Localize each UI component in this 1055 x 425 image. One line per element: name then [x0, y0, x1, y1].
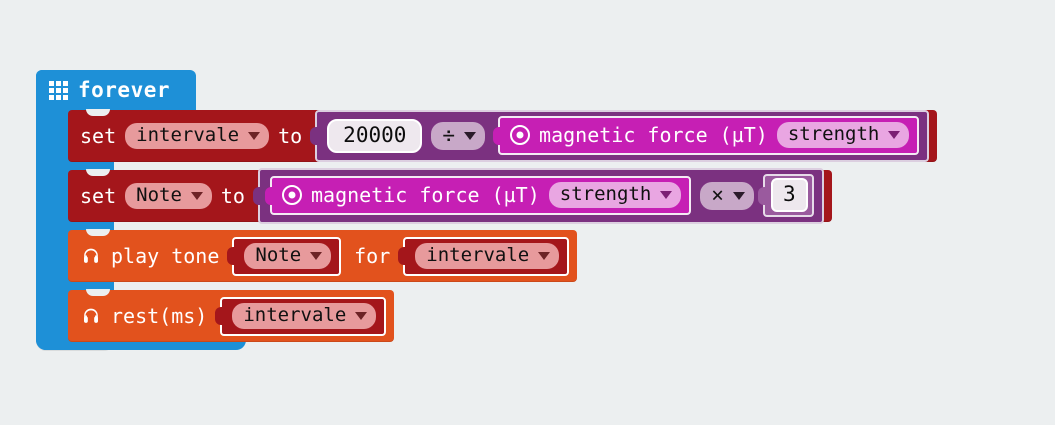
variable-dropdown-intervale-tone[interactable]: intervale [415, 242, 560, 269]
reporter-plug [227, 247, 235, 265]
number-input-20000[interactable]: 20000 [327, 118, 423, 153]
variable-dropdown-note[interactable]: Note [125, 183, 212, 209]
magnetic-force-1-dropdown[interactable]: strength [776, 122, 910, 148]
chevron-down-icon [310, 251, 323, 260]
block-set-variable-note[interactable]: set Note to magnetic force (µT) strength… [68, 168, 832, 224]
block-magnetic-force-1-label: magnetic force (µT) [539, 123, 768, 147]
block-play-tone[interactable]: play tone Note for intervale [68, 229, 578, 282]
for-keyword: for [354, 244, 391, 268]
operator-dropdown-multiplication-symbol: × [711, 182, 724, 207]
block-set-variable-intervale[interactable]: set intervale to 20000 ÷ magnetic force … [68, 109, 938, 162]
variable-shadow-note[interactable]: Note [227, 236, 342, 276]
reporter-plug [493, 126, 501, 145]
reporter-plug [757, 186, 765, 205]
reporter-plug [310, 127, 318, 145]
chevron-down-icon [888, 131, 901, 139]
led-matrix-icon [49, 80, 68, 100]
block-math-division[interactable]: 20000 ÷ magnetic force (µT) strength [310, 110, 930, 162]
variable-dropdown-intervale-tone-label: intervale [426, 243, 530, 266]
block-forever-label: forever [78, 77, 171, 102]
to-keyword-1: to [278, 124, 303, 148]
block-forever-header[interactable]: forever [36, 70, 196, 110]
rest-ms-keyword: rest(ms) [111, 304, 208, 328]
chevron-down-icon [355, 311, 368, 320]
variable-dropdown-note-label: Note [136, 184, 182, 206]
variable-dropdown-note-arg[interactable]: Note [244, 242, 332, 269]
variable-shadow-intervale-rest[interactable]: intervale [215, 296, 387, 336]
block-rest-ms[interactable]: rest(ms) intervale [68, 289, 395, 342]
target-icon [281, 185, 302, 205]
target-icon [510, 125, 531, 145]
number-input-3[interactable]: 3 [770, 178, 808, 212]
chevron-down-icon [248, 132, 261, 140]
reporter-plug [264, 186, 272, 205]
variable-dropdown-intervale-rest-label: intervale [243, 303, 347, 326]
number-shadow-3[interactable]: 3 [757, 174, 814, 217]
reporter-plug [252, 187, 260, 205]
variable-dropdown-intervale-rest[interactable]: intervale [232, 302, 377, 329]
block-magnetic-force-1[interactable]: magnetic force (µT) strength [493, 116, 920, 155]
magnetic-force-2-dropdown[interactable]: strength [548, 182, 682, 208]
chevron-down-icon [732, 191, 745, 200]
operator-dropdown-division[interactable]: ÷ [431, 121, 486, 150]
block-magnetic-force-2-label: magnetic force (µT) [310, 183, 540, 207]
headphones-icon [84, 308, 98, 323]
play-tone-keyword: play tone [111, 244, 220, 268]
block-magnetic-force-2[interactable]: magnetic force (µT) strength [264, 176, 692, 215]
headphones-icon [84, 248, 98, 263]
chevron-down-icon [538, 251, 551, 260]
magnetic-force-1-dropdown-label: strength [787, 123, 880, 145]
variable-dropdown-intervale[interactable]: intervale [125, 123, 270, 149]
block-math-multiplication[interactable]: magnetic force (µT) strength × 3 [252, 168, 824, 224]
operator-dropdown-division-symbol: ÷ [442, 122, 456, 147]
variable-dropdown-note-arg-label: Note [255, 243, 302, 266]
variable-dropdown-intervale-label: intervale [136, 124, 240, 146]
chevron-down-icon [464, 131, 477, 140]
set-keyword-2: set [80, 184, 117, 208]
chevron-down-icon [190, 192, 203, 200]
reporter-plug [398, 247, 406, 265]
reporter-plug [215, 307, 223, 325]
to-keyword-2: to [220, 184, 245, 208]
variable-shadow-intervale-tone[interactable]: intervale [398, 236, 570, 276]
magnetic-force-2-dropdown-label: strength [559, 183, 652, 205]
chevron-down-icon [660, 191, 673, 199]
set-keyword-1: set [80, 124, 117, 148]
operator-dropdown-multiplication[interactable]: × [700, 181, 754, 210]
